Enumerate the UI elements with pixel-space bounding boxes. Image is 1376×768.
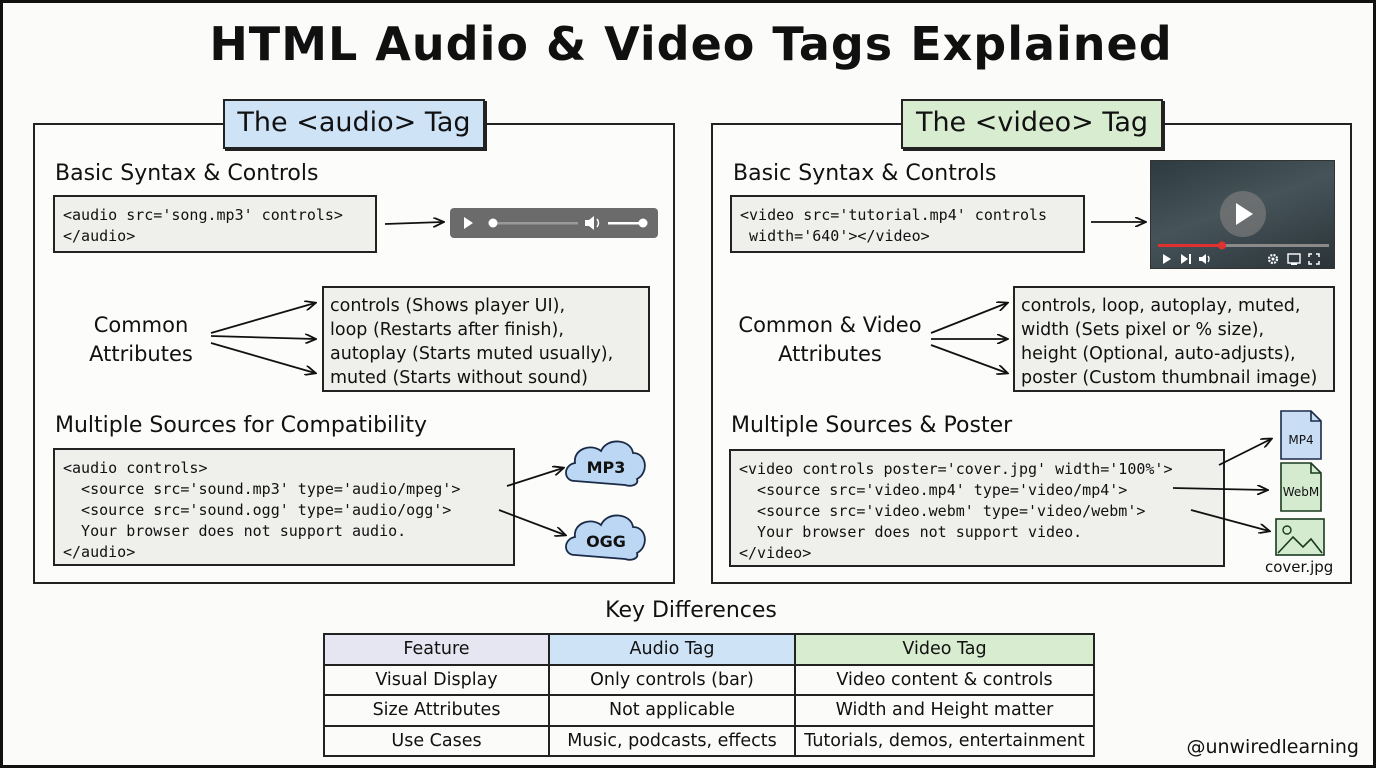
audio-seek-thumb — [488, 218, 498, 228]
code-line: <source src='video.mp4' type='video/mp4'… — [739, 481, 1128, 499]
play-icon — [464, 217, 473, 229]
audio-player[interactable] — [450, 208, 658, 238]
code-line: <audio src='song.mp3' controls> — [63, 206, 343, 224]
attr-item: controls, loop, autoplay, muted, — [1021, 296, 1301, 316]
audio-basic-code: <audio src='song.mp3' controls> </audio> — [53, 195, 377, 253]
header-audio: Audio Tag — [548, 633, 796, 666]
table-cell: Size Attributes — [323, 694, 550, 727]
table-cell: Video content & controls — [794, 663, 1095, 696]
code-line: <source src='sound.mp3' type='audio/mpeg… — [63, 480, 461, 498]
attr-item: width (Sets pixel or % size), — [1021, 320, 1265, 340]
video-attributes-label: Common & Video Attributes — [738, 313, 922, 366]
audio-attributes-label: Common Attributes — [89, 313, 193, 366]
audio-player-controls — [464, 216, 648, 230]
code-line: </video> — [739, 544, 812, 562]
audio-volume-track — [608, 222, 644, 225]
volume-icon — [585, 216, 600, 230]
cast-icon — [1287, 253, 1301, 265]
video-progress-thumb — [1218, 241, 1226, 250]
settings-icon — [1267, 253, 1279, 265]
attr-item: muted (Starts without sound) — [330, 368, 588, 388]
table-cell: Only controls (bar) — [548, 663, 796, 696]
code-line: Your browser does not support video. — [739, 523, 1083, 541]
table-row: Visual Display Only controls (bar) Video… — [323, 663, 1095, 696]
audio-panel-title: The <audio> Tag — [223, 99, 485, 149]
code-line: <source src='video.webm' type='video/web… — [739, 502, 1146, 520]
table-cell: Tutorials, demos, entertainment — [794, 724, 1095, 757]
video-player-graphics — [1158, 191, 1329, 265]
play-icon — [1163, 254, 1171, 264]
fullscreen-icon — [1308, 253, 1320, 265]
volume-icon — [1199, 254, 1210, 264]
code-line: Your browser does not support audio. — [63, 522, 407, 540]
video-attributes-box: controls, loop, autoplay, muted, width (… — [1013, 286, 1335, 392]
attr-item: loop (Restarts after finish), — [330, 320, 564, 340]
header-video: Video Tag — [794, 633, 1095, 666]
play-icon — [1236, 203, 1253, 225]
audio-seek-track — [490, 222, 578, 225]
table-cell: Visual Display — [323, 663, 550, 696]
next-icon — [1181, 254, 1191, 264]
video-player[interactable] — [1150, 160, 1335, 269]
code-line: <audio controls> — [63, 459, 208, 477]
table-header-row: Feature Audio Tag Video Tag — [323, 633, 1095, 666]
key-differences-heading: Key Differences — [605, 598, 777, 623]
code-line: </audio> — [63, 543, 136, 561]
image-caption: cover.jpg — [1265, 558, 1334, 576]
attr-item: controls (Shows player UI), — [330, 296, 566, 316]
watermark: @unwiredlearning — [1186, 736, 1359, 758]
audio-basic-heading: Basic Syntax & Controls — [55, 161, 319, 186]
code-line: width='640'></video> — [740, 227, 930, 245]
table-cell: Width and Height matter — [794, 694, 1095, 727]
table-row: Use Cases Music, podcasts, effects Tutor… — [323, 724, 1095, 757]
code-line: </audio> — [63, 227, 136, 245]
table-row: Size Attributes Not applicable Width and… — [323, 694, 1095, 727]
video-progress-track — [1158, 244, 1329, 247]
code-line: <video controls poster='cover.jpg' width… — [739, 460, 1173, 478]
differences-table: Feature Audio Tag Video Tag Visual Displ… — [323, 633, 1095, 757]
attr-item: height (Optional, auto-adjusts), — [1021, 344, 1296, 364]
attr-item: poster (Custom thumbnail image) — [1021, 368, 1318, 388]
video-basic-code: <video src='tutorial.mp4' controls width… — [730, 195, 1085, 253]
video-sources-heading: Multiple Sources & Poster — [731, 413, 1013, 438]
code-line: <source src='sound.ogg' type='audio/ogg'… — [63, 501, 452, 519]
audio-volume-thumb — [638, 218, 648, 228]
table-cell: Music, podcasts, effects — [548, 724, 796, 757]
video-progress-fill — [1158, 244, 1222, 247]
attr-item: autoplay (Starts muted usually), — [330, 344, 614, 364]
audio-sources-heading: Multiple Sources for Compatibility — [55, 413, 428, 438]
code-line: <video src='tutorial.mp4' controls — [740, 206, 1048, 224]
audio-sources-code: <audio controls> <source src='sound.mp3'… — [53, 448, 515, 566]
audio-attributes-box: controls (Shows player UI), loop (Restar… — [322, 286, 650, 392]
header-feature: Feature — [323, 633, 550, 666]
video-panel-title: The <video> Tag — [901, 99, 1163, 149]
page-title: HTML Audio & Video Tags Explained — [209, 17, 1173, 71]
video-sources-code: <video controls poster='cover.jpg' width… — [729, 449, 1225, 567]
table-cell: Use Cases — [323, 724, 550, 757]
video-basic-heading: Basic Syntax & Controls — [733, 161, 997, 186]
table-cell: Not applicable — [548, 694, 796, 727]
